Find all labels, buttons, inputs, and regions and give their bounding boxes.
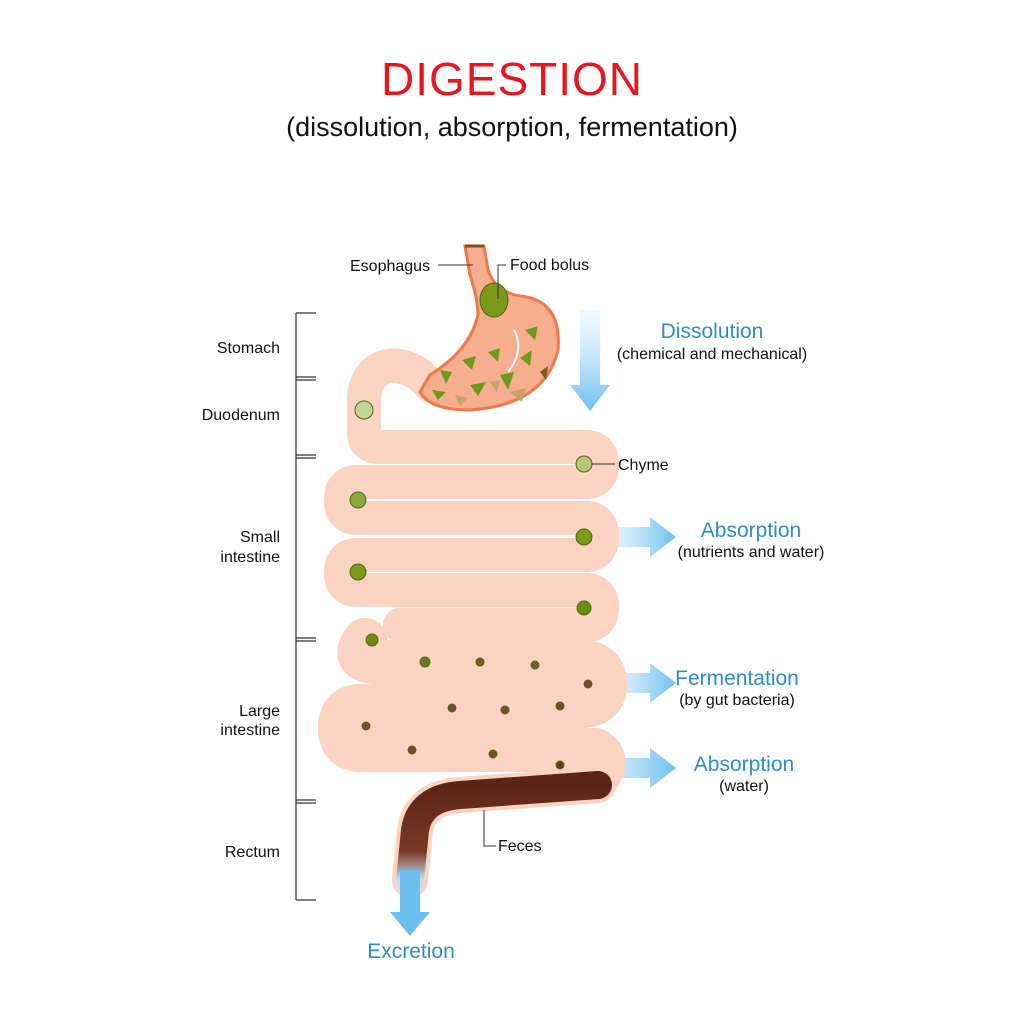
food-balls bbox=[349, 282, 593, 770]
excretion-arrow bbox=[390, 870, 430, 936]
food-particles bbox=[432, 326, 548, 406]
feces-label: Feces bbox=[498, 838, 542, 855]
large-intestine bbox=[318, 618, 627, 802]
chyme-label: Chyme bbox=[618, 457, 669, 474]
food-bolus-label: Food bolus bbox=[510, 257, 589, 274]
process-labels: Dissolution (chemical and mechanical) Ab… bbox=[367, 320, 824, 963]
section-small-intestine-2: intestine bbox=[220, 549, 280, 566]
section-small-intestine-1: Small bbox=[240, 529, 280, 546]
rectum bbox=[390, 767, 616, 936]
esophagus-label: Esophagus bbox=[350, 258, 430, 275]
diagram-subtitle: (dissolution, absorption, fermentation) bbox=[286, 112, 738, 142]
section-rectum: Rectum bbox=[225, 844, 280, 861]
food-bolus-ball bbox=[479, 282, 509, 318]
dissolution-note: (chemical and mechanical) bbox=[617, 346, 807, 363]
section-large-intestine-2: intestine bbox=[220, 722, 280, 739]
chyme-ball bbox=[575, 455, 593, 473]
water-absorption-note: (water) bbox=[719, 778, 769, 795]
section-large-intestine-1: Large bbox=[239, 703, 280, 720]
water-absorption-title: Absorption bbox=[694, 753, 794, 776]
excretion-title: Excretion bbox=[367, 940, 455, 963]
fermentation-title: Fermentation bbox=[675, 667, 799, 690]
dissolution-title: Dissolution bbox=[661, 320, 764, 343]
stomach bbox=[418, 244, 560, 412]
small-intestine bbox=[324, 366, 619, 642]
section-labels: Stomach Duodenum Small intestine Large i… bbox=[202, 340, 280, 861]
absorption-title: Absorption bbox=[701, 519, 801, 542]
section-brackets bbox=[295, 312, 316, 901]
fermentation-note: (by gut bacteria) bbox=[679, 692, 795, 709]
absorption-note: (nutrients and water) bbox=[678, 544, 825, 561]
diagram-title: DIGESTION bbox=[380, 53, 644, 105]
dissolution-arrow bbox=[570, 310, 610, 411]
section-duodenum: Duodenum bbox=[202, 407, 280, 424]
section-stomach: Stomach bbox=[217, 340, 280, 357]
